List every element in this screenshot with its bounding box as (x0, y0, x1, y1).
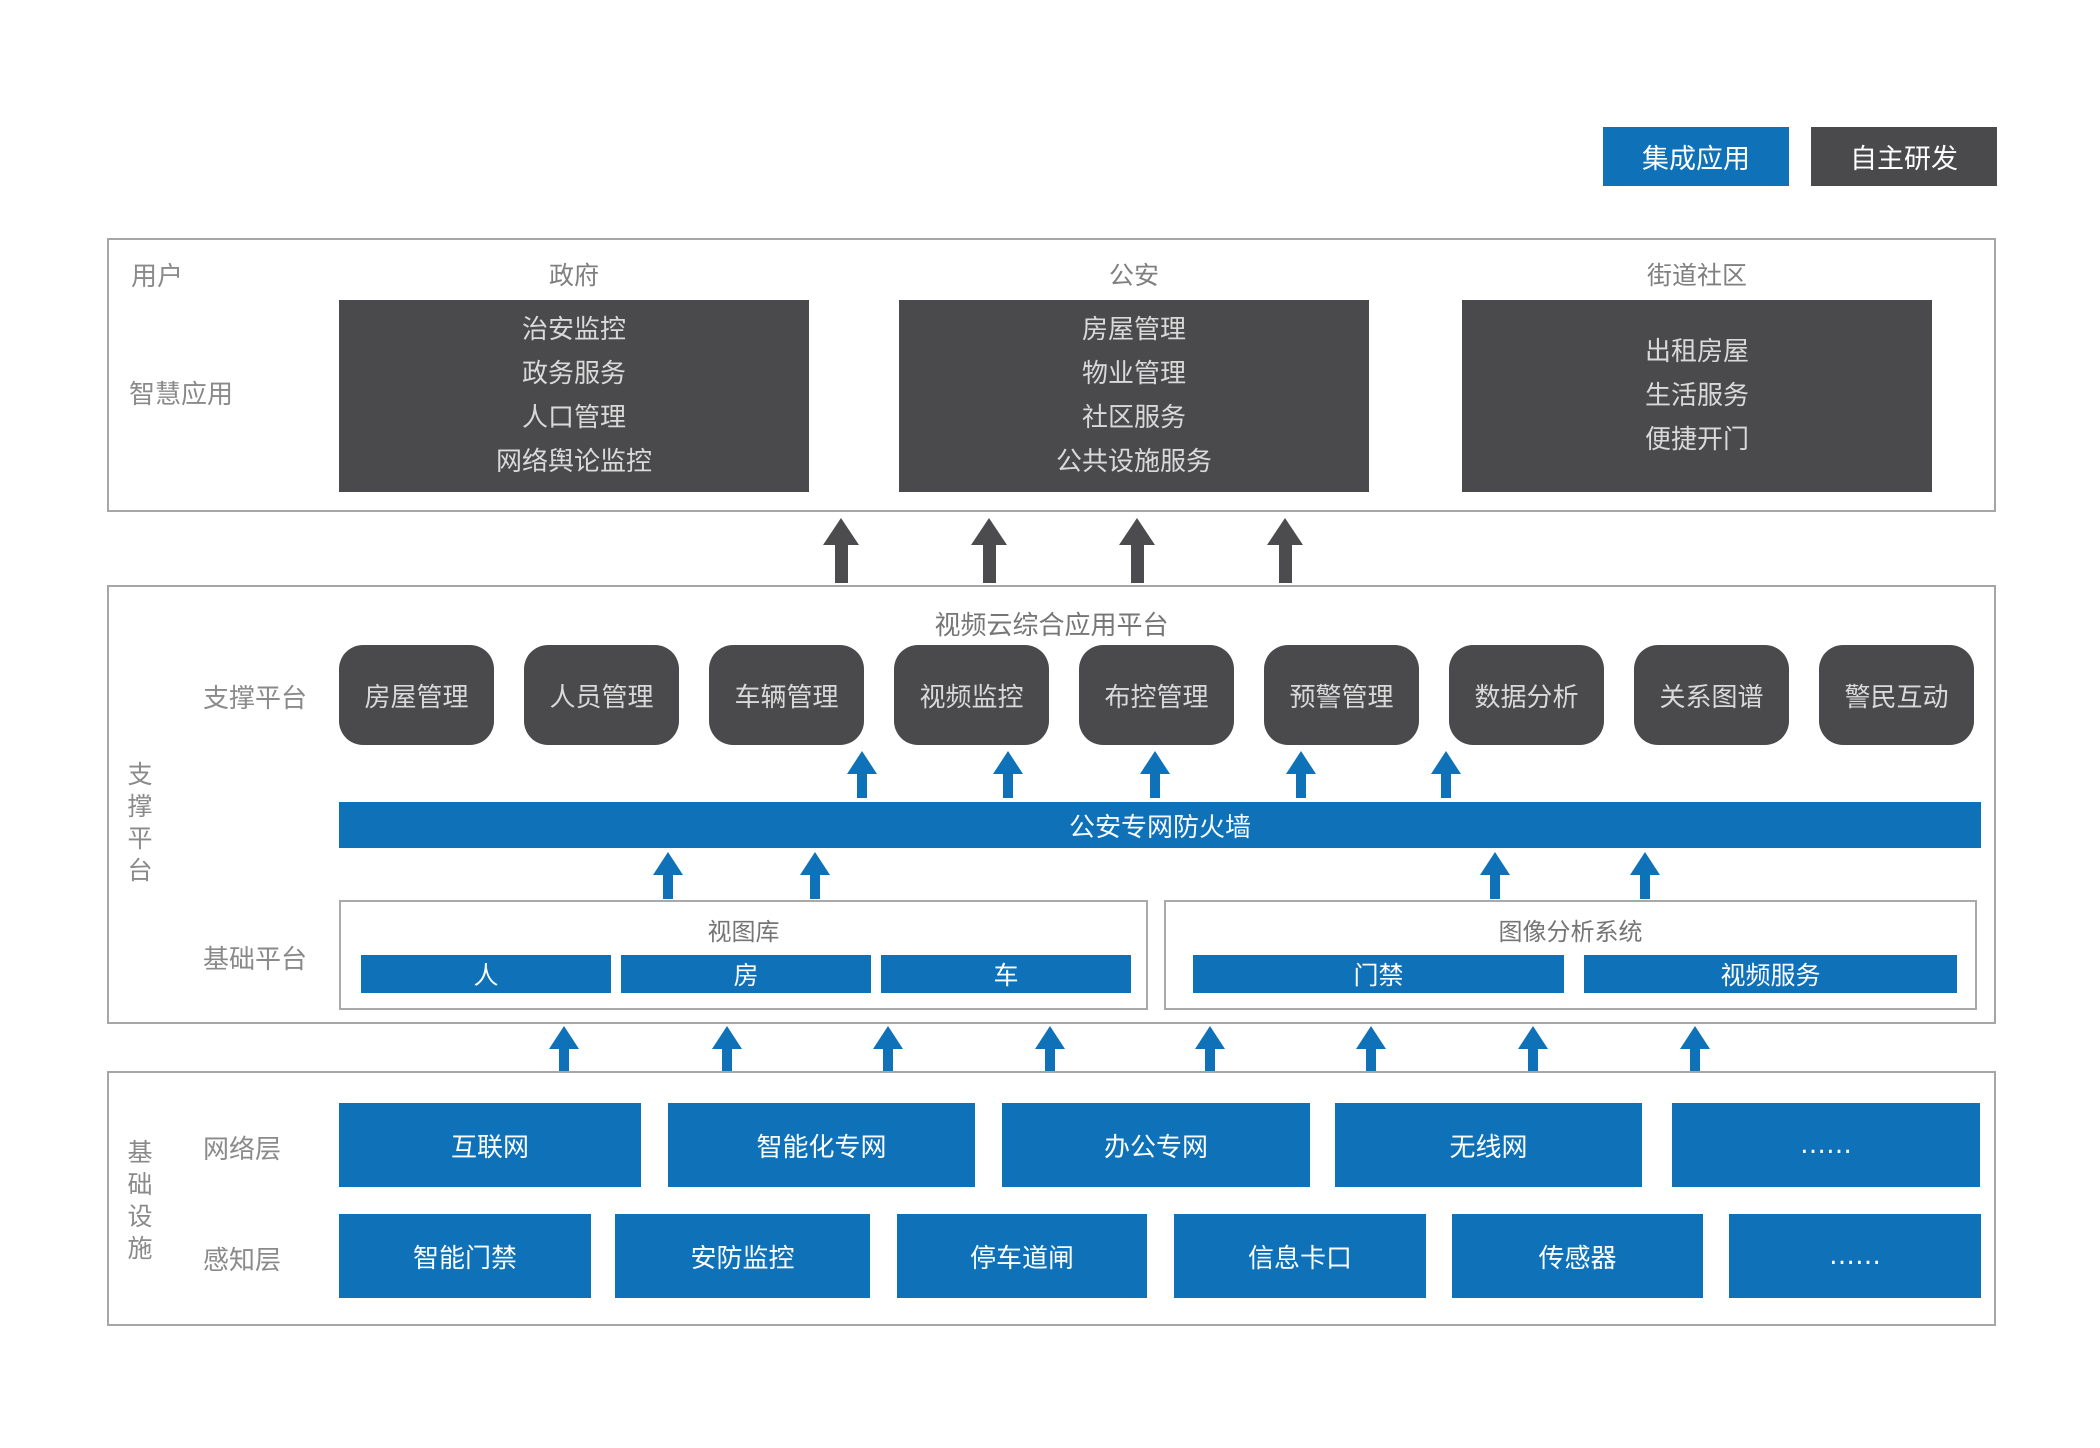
up-arrow-icon (1630, 852, 1660, 899)
up-arrow-icon (549, 1026, 579, 1073)
view-library-vehicle: 车 (881, 955, 1131, 993)
up-arrow-icon (993, 751, 1023, 798)
network-more: …… (1672, 1103, 1980, 1187)
perception-sensor: 传感器 (1452, 1214, 1703, 1298)
users-section: 用户 智慧应用 政府 公安 街道社区 治安监控 政务服务 人口管理 网络舆论监控… (107, 238, 1996, 512)
up-arrow-icon (712, 1026, 742, 1073)
up-arrow-icon (1140, 751, 1170, 798)
users-label: 用户 (131, 262, 184, 292)
infrastructure-side-label: 基础设施 (127, 1138, 153, 1263)
module-relation-graph: 关系图谱 (1634, 645, 1789, 745)
app-item: 网络舆论监控 (495, 447, 652, 477)
app-item: 人口管理 (521, 403, 626, 433)
up-arrow-icon (653, 852, 683, 899)
network-wireless: 无线网 (1335, 1103, 1642, 1187)
up-arrow-icon (847, 751, 877, 798)
police-apps-box: 房屋管理 物业管理 社区服务 公共设施服务 (899, 300, 1369, 492)
perception-security-monitor: 安防监控 (615, 1214, 870, 1298)
module-data-analysis: 数据分析 (1449, 645, 1604, 745)
community-apps-box: 出租房屋 生活服务 便捷开门 (1462, 300, 1932, 492)
support-platform-section: 支撑平台 视频云综合应用平台 支撑平台 房屋管理 人员管理 车辆管理 视频监控 … (107, 585, 1996, 1024)
module-police-citizen: 警民互动 (1819, 645, 1974, 745)
module-alert-mgmt: 预警管理 (1264, 645, 1419, 745)
app-item: 社区服务 (1081, 403, 1186, 433)
perception-layer-label: 感知层 (203, 1246, 282, 1276)
image-analysis-access-control: 门禁 (1193, 955, 1564, 993)
module-housing-mgmt: 房屋管理 (339, 645, 494, 745)
up-arrow-icon (1518, 1026, 1548, 1073)
video-cloud-platform-title: 视频云综合应用平台 (934, 611, 1169, 641)
image-analysis-box: 图像分析系统 门禁 视频服务 (1164, 900, 1977, 1010)
app-item: 政务服务 (521, 359, 626, 389)
perception-info-checkpoint: 信息卡口 (1174, 1214, 1426, 1298)
perception-parking-gate: 停车道闸 (897, 1214, 1147, 1298)
module-video-surveillance: 视频监控 (894, 645, 1049, 745)
image-analysis-title: 图像分析系统 (1498, 918, 1643, 946)
app-item: 治安监控 (521, 315, 626, 345)
app-item: 出租房屋 (1644, 337, 1749, 367)
app-item: 物业管理 (1081, 359, 1186, 389)
network-office-private: 办公专网 (1002, 1103, 1310, 1187)
up-arrow-icon (971, 518, 1007, 583)
network-layer-label: 网络层 (203, 1135, 282, 1165)
legend-self-developed: 自主研发 (1811, 127, 1997, 186)
up-arrow-icon (823, 518, 859, 583)
column-header-government: 政府 (548, 261, 599, 290)
up-arrow-icon (1035, 1026, 1065, 1073)
image-analysis-video-service: 视频服务 (1584, 955, 1957, 993)
up-arrow-icon (1431, 751, 1461, 798)
view-library-title: 视图库 (707, 918, 780, 946)
legend-integrated-app: 集成应用 (1603, 127, 1789, 186)
module-personnel-mgmt: 人员管理 (524, 645, 679, 745)
up-arrow-icon (1680, 1026, 1710, 1073)
up-arrow-icon (1480, 852, 1510, 899)
base-platform-row-label: 基础平台 (203, 945, 308, 975)
app-item: 公共设施服务 (1055, 447, 1212, 477)
view-library-house: 房 (621, 955, 871, 993)
network-intelligent-private: 智能化专网 (668, 1103, 975, 1187)
module-vehicle-mgmt: 车辆管理 (709, 645, 864, 745)
government-apps-box: 治安监控 政务服务 人口管理 网络舆论监控 (339, 300, 809, 492)
network-internet: 互联网 (339, 1103, 641, 1187)
app-item: 生活服务 (1644, 381, 1749, 411)
view-library-person: 人 (361, 955, 611, 993)
module-control-mgmt: 布控管理 (1079, 645, 1234, 745)
column-header-community: 街道社区 (1646, 261, 1747, 290)
up-arrow-icon (1119, 518, 1155, 583)
app-item: 便捷开门 (1644, 425, 1749, 455)
infrastructure-section: 基础设施 网络层 互联网 智能化专网 办公专网 无线网 …… 感知层 智能门禁 … (107, 1071, 1996, 1326)
up-arrow-icon (1195, 1026, 1225, 1073)
up-arrow-icon (1286, 751, 1316, 798)
support-row-label: 支撑平台 (203, 684, 308, 714)
smart-apps-label: 智慧应用 (129, 380, 234, 410)
app-item: 房屋管理 (1081, 315, 1186, 345)
column-header-police: 公安 (1108, 261, 1159, 290)
perception-smart-access: 智能门禁 (339, 1214, 591, 1298)
police-network-firewall-bar: 公安专网防火墙 (339, 802, 1981, 848)
up-arrow-icon (873, 1026, 903, 1073)
up-arrow-icon (1356, 1026, 1386, 1073)
perception-more: …… (1729, 1214, 1981, 1298)
view-library-box: 视图库 人 房 车 (339, 900, 1148, 1010)
up-arrow-icon (1267, 518, 1303, 583)
up-arrow-icon (800, 852, 830, 899)
support-platform-side-label: 支撑平台 (127, 760, 153, 885)
